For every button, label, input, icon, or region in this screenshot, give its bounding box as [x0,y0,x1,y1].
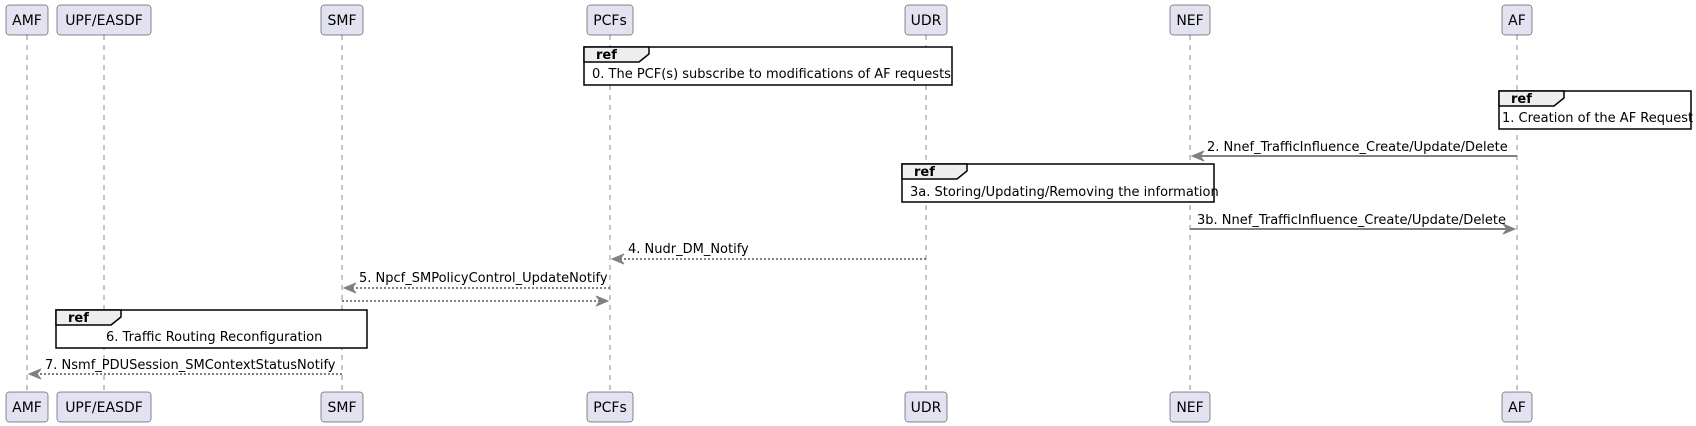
participant-nef-bottom: NEF [1169,391,1211,423]
participant-label: PCFs [593,400,627,416]
ref-frame-6: ref 6. Traffic Routing Reconfiguration [55,309,368,349]
participant-label: UPF/EASDF [65,13,143,29]
message-5-response [342,295,610,307]
participant-label: UDR [911,13,942,29]
ref-keyword: ref [68,311,89,326]
participant-udr: UDR [904,4,948,36]
message-label: 4. Nudr_DM_Notify [628,242,749,257]
participant-smf-bottom: SMF [320,391,364,423]
participant-smf: SMF [320,4,364,36]
participant-label: PCFs [593,13,627,29]
participant-label: UPF/EASDF [65,400,143,416]
participant-label: NEF [1176,13,1203,29]
participants-top: AMF UPF/EASDF SMF PCFs UDR NEF AF [5,4,1533,36]
message-label: 3b. Nnef_TrafficInfluence_Create/Update/… [1197,213,1506,228]
ref-keyword: ref [1511,92,1532,107]
message-5: 5. Npcf_SMPolicyControl_UpdateNotify [342,271,610,294]
ref-keyword: ref [596,48,617,63]
participant-nef: NEF [1169,4,1211,36]
ref-text: 6. Traffic Routing Reconfiguration [106,330,322,345]
message-label: 7. Nsmf_PDUSession_SMContextStatusNotify [45,358,336,373]
ref-frame-0: ref 0. The PCF(s) subscribe to modificat… [583,46,953,86]
message-label: 2. Nnef_TrafficInfluence_Create/Update/D… [1207,140,1508,155]
participant-label: SMF [327,400,356,416]
ref-keyword: ref [914,165,935,180]
participant-label: UDR [911,400,942,416]
ref-text: 1. Creation of the AF Request [1502,111,1693,126]
message-4: 4. Nudr_DM_Notify [610,242,926,265]
ref-frame-1: ref 1. Creation of the AF Request [1498,90,1693,130]
message-label: 5. Npcf_SMPolicyControl_UpdateNotify [359,271,608,286]
message-7: 7. Nsmf_PDUSession_SMContextStatusNotify [27,358,342,380]
participant-label: AF [1508,13,1526,29]
participant-amf-bottom: AMF [5,391,49,423]
participant-upf-bottom: UPF/EASDF [56,391,152,423]
participant-pcf-bottom: PCFs [586,391,634,423]
participant-af: AF [1501,4,1533,36]
participant-label: SMF [327,13,356,29]
ref-frame-3a: ref 3a. Storing/Updating/Removing the in… [901,163,1219,203]
participant-amf: AMF [5,4,49,36]
message-2: 2. Nnef_TrafficInfluence_Create/Update/D… [1190,140,1517,162]
participant-af-bottom: AF [1501,391,1533,423]
participant-label: AMF [12,400,42,416]
participants-bottom: AMF UPF/EASDF SMF PCFs UDR NEF AF [5,391,1533,423]
ref-text: 0. The PCF(s) subscribe to modifications… [592,67,951,82]
participant-label: NEF [1176,400,1203,416]
participant-label: AMF [12,13,42,29]
participant-label: AF [1508,400,1526,416]
participant-udr-bottom: UDR [904,391,948,423]
message-3b: 3b. Nnef_TrafficInfluence_Create/Update/… [1190,213,1517,235]
participant-pcf: PCFs [586,4,634,36]
participant-upf: UPF/EASDF [56,4,152,36]
ref-text: 3a. Storing/Updating/Removing the inform… [910,185,1219,200]
